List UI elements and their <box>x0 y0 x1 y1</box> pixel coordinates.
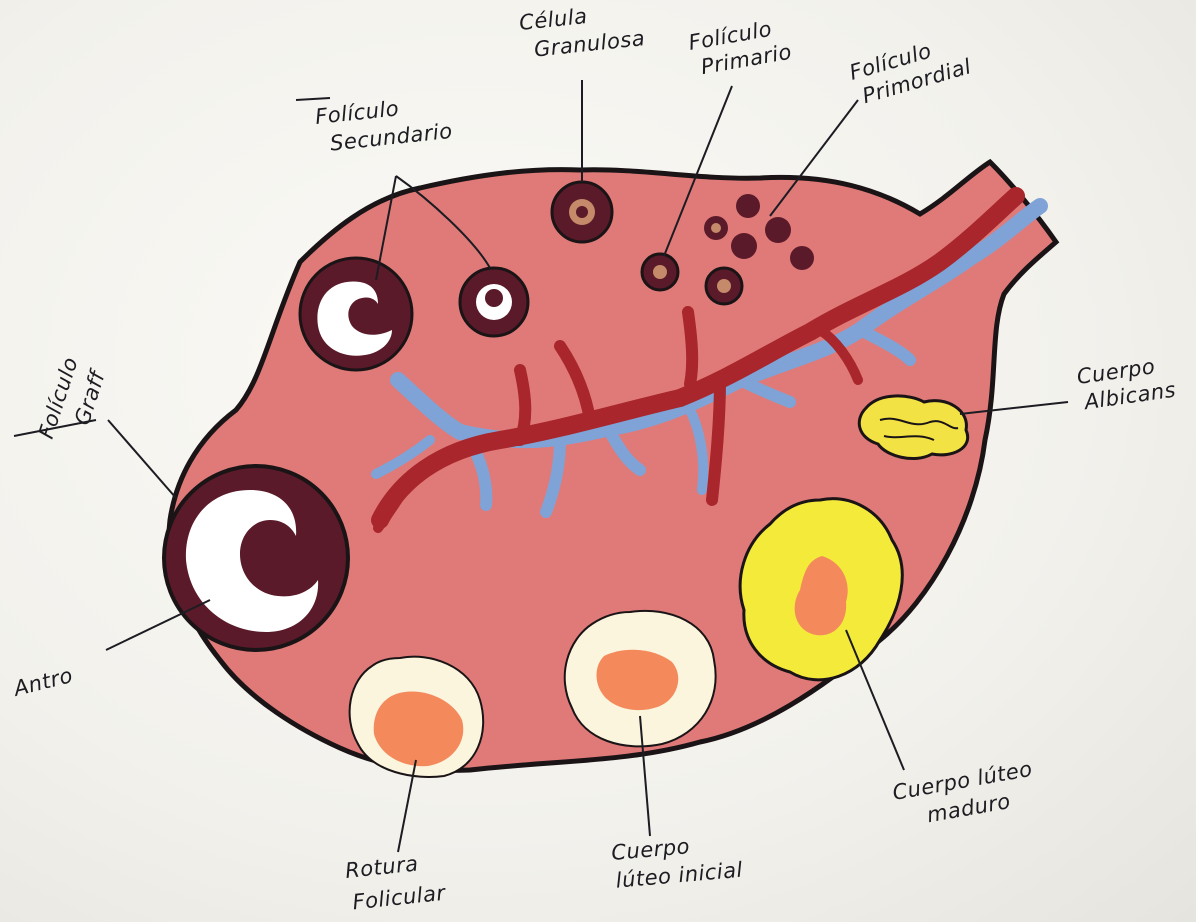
label-cuerpo-luteo-maduro: Cuerpo lúteo maduro <box>891 755 1046 832</box>
label-rotura-line2: Folicular <box>351 881 447 915</box>
label-celula-line1: Célula <box>518 4 589 35</box>
granulosa-follicle <box>552 182 612 242</box>
label-foliculo-graff: Folículo Graff <box>34 347 114 451</box>
secondary-follicle-large <box>300 258 412 370</box>
label-cuerpo-luteo-inicial: Cuerpo lúteo inicial <box>610 830 743 893</box>
label-foliculo-primordial: Folículo Primordial <box>847 29 974 110</box>
follicular-rupture <box>350 657 484 777</box>
label-graff-line1: Folículo <box>34 354 83 441</box>
label-antro: Antro <box>9 663 75 701</box>
label-foliculo-secundario: Folículo Secundario <box>314 91 454 157</box>
secondary-follicle-small <box>460 268 528 336</box>
graafian-follicle <box>164 466 348 650</box>
label-cuerpo-albicans: Cuerpo Albicans <box>1075 352 1177 415</box>
label-foliculo-primario: Folículo Primario <box>687 14 794 81</box>
label-rotura-folicular: Rotura Folicular <box>344 849 447 915</box>
label-luteo-inicial-line1: Cuerpo <box>610 834 691 865</box>
label-antro-text: Antro <box>9 663 75 701</box>
label-rotura-line1: Rotura <box>344 851 420 883</box>
overline-secundario <box>296 98 330 100</box>
label-celula-granulosa: Célula Granulosa <box>518 0 646 63</box>
label-secundario-line1: Folículo <box>314 96 400 129</box>
